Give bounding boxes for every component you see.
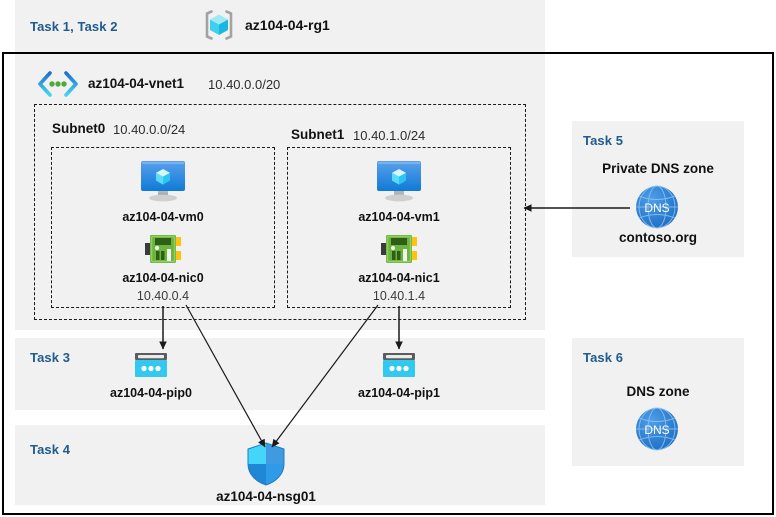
subnet1-cidr: 10.40.1.0/24 xyxy=(353,128,426,143)
dns-zone-icon: DNS xyxy=(633,183,681,231)
network-interface-icon xyxy=(144,232,184,266)
svg-text:DNS: DNS xyxy=(644,423,669,437)
task-label-private-dns: Task 5 xyxy=(583,133,624,148)
nsg-label: az104-04-nsg01 xyxy=(216,489,316,504)
nic0-ip: 10.40.0.4 xyxy=(136,289,190,303)
subnet1-name: Subnet1 xyxy=(291,127,345,142)
vm1-label: az104-04-vm1 xyxy=(358,210,440,224)
public-ip-address-icon xyxy=(133,351,169,381)
private-dns-title: Private DNS zone xyxy=(602,161,714,176)
network-interface-icon xyxy=(380,232,420,266)
resource-group-name: az104-04-rg1 xyxy=(245,17,330,33)
nic1-ip: 10.40.1.4 xyxy=(372,289,426,303)
dns-zone-icon: DNS xyxy=(633,405,681,453)
vnet-name: az104-04-vnet1 xyxy=(88,76,185,91)
private-dns-zone-name: contoso.org xyxy=(619,230,697,245)
subnet0-cidr: 10.40.0.0/24 xyxy=(113,122,186,137)
task-label-public-dns: Task 6 xyxy=(583,350,624,365)
svg-text:DNS: DNS xyxy=(644,201,669,215)
task-label-rg: Task 1, Task 2 xyxy=(30,19,118,34)
public-dns-title: DNS zone xyxy=(626,384,690,399)
virtual-machine-icon xyxy=(372,158,426,204)
public-ip-address-icon xyxy=(381,351,417,381)
virtual-machine-icon xyxy=(136,158,190,204)
pip0-label: az104-04-pip0 xyxy=(110,386,192,400)
vnet-cidr: 10.40.0.0/20 xyxy=(208,77,281,92)
vm0-label: az104-04-vm0 xyxy=(122,210,204,224)
network-security-group-icon xyxy=(246,442,286,486)
nic1-label: az104-04-nic1 xyxy=(358,271,440,285)
resource-group-panel xyxy=(15,0,545,52)
subnet0-name: Subnet0 xyxy=(52,121,106,136)
vnet-panel xyxy=(15,54,545,330)
pip1-label: az104-04-pip1 xyxy=(358,386,440,400)
resource-group-outline xyxy=(2,52,774,515)
task-label-pip: Task 3 xyxy=(30,350,71,365)
nic0-label: az104-04-nic0 xyxy=(122,271,204,285)
virtual-network-icon xyxy=(36,70,80,98)
task-label-nsg: Task 4 xyxy=(30,442,71,457)
resource-group-icon xyxy=(200,6,238,44)
